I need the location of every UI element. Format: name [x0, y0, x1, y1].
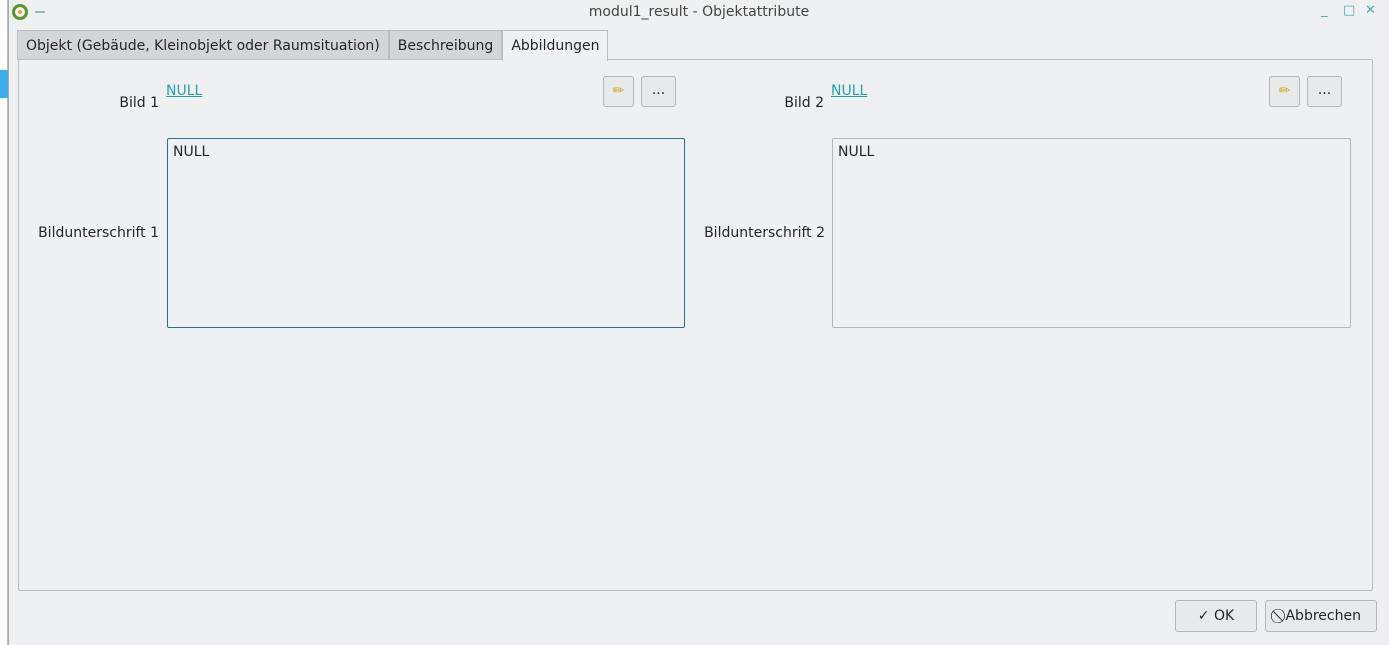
- browse-bild2-button[interactable]: ...: [1307, 76, 1342, 107]
- check-icon: ✓: [1197, 608, 1214, 624]
- browse-bild1-button[interactable]: ...: [641, 76, 676, 107]
- pencil-icon: ✏: [1278, 83, 1291, 99]
- caption1-textarea[interactable]: NULL: [167, 138, 685, 328]
- maximize-icon[interactable]: □: [1343, 3, 1356, 18]
- bild2-link[interactable]: NULL: [831, 83, 868, 99]
- tab-objekt[interactable]: Objekt (Gebäude, Kleinobjekt oder Raumsi…: [17, 30, 389, 60]
- cancel-button[interactable]: ⃠ Abbrechen: [1265, 600, 1377, 632]
- ok-button[interactable]: ✓ OK: [1175, 600, 1257, 632]
- bild2-label: Bild 2: [784, 95, 824, 111]
- bild1-label: Bild 1: [119, 95, 159, 111]
- tab-bar: Objekt (Gebäude, Kleinobjekt oder Raumsi…: [17, 30, 609, 61]
- tab-panel: Bild 1 NULL ✏ ... Bildunterschrift 1 NUL…: [18, 59, 1373, 591]
- edit-bild1-button[interactable]: ✏: [603, 76, 634, 107]
- window-title: modul1_result - Objektattribute: [588, 4, 810, 20]
- edit-bild2-button[interactable]: ✏: [1269, 76, 1300, 107]
- tab-beschreibung[interactable]: Beschreibung: [388, 30, 503, 60]
- caption1-label: Bildunterschrift 1: [38, 225, 159, 241]
- shade-icon[interactable]: [35, 11, 45, 13]
- dialog-window: modul1_result - Objektattribute _ □ ✕ Ob…: [8, 0, 1389, 645]
- close-icon[interactable]: ✕: [1365, 3, 1376, 18]
- qgis-logo-icon: [12, 4, 28, 20]
- tab-abbildungen[interactable]: Abbildungen: [502, 30, 609, 61]
- caption2-label: Bildunterschrift 2: [704, 225, 825, 241]
- background-window: [0, 0, 8, 645]
- caption2-textarea[interactable]: NULL: [832, 138, 1351, 328]
- minimize-icon[interactable]: _: [1321, 3, 1328, 18]
- pencil-icon: ✏: [612, 83, 625, 99]
- bild1-link[interactable]: NULL: [166, 83, 203, 99]
